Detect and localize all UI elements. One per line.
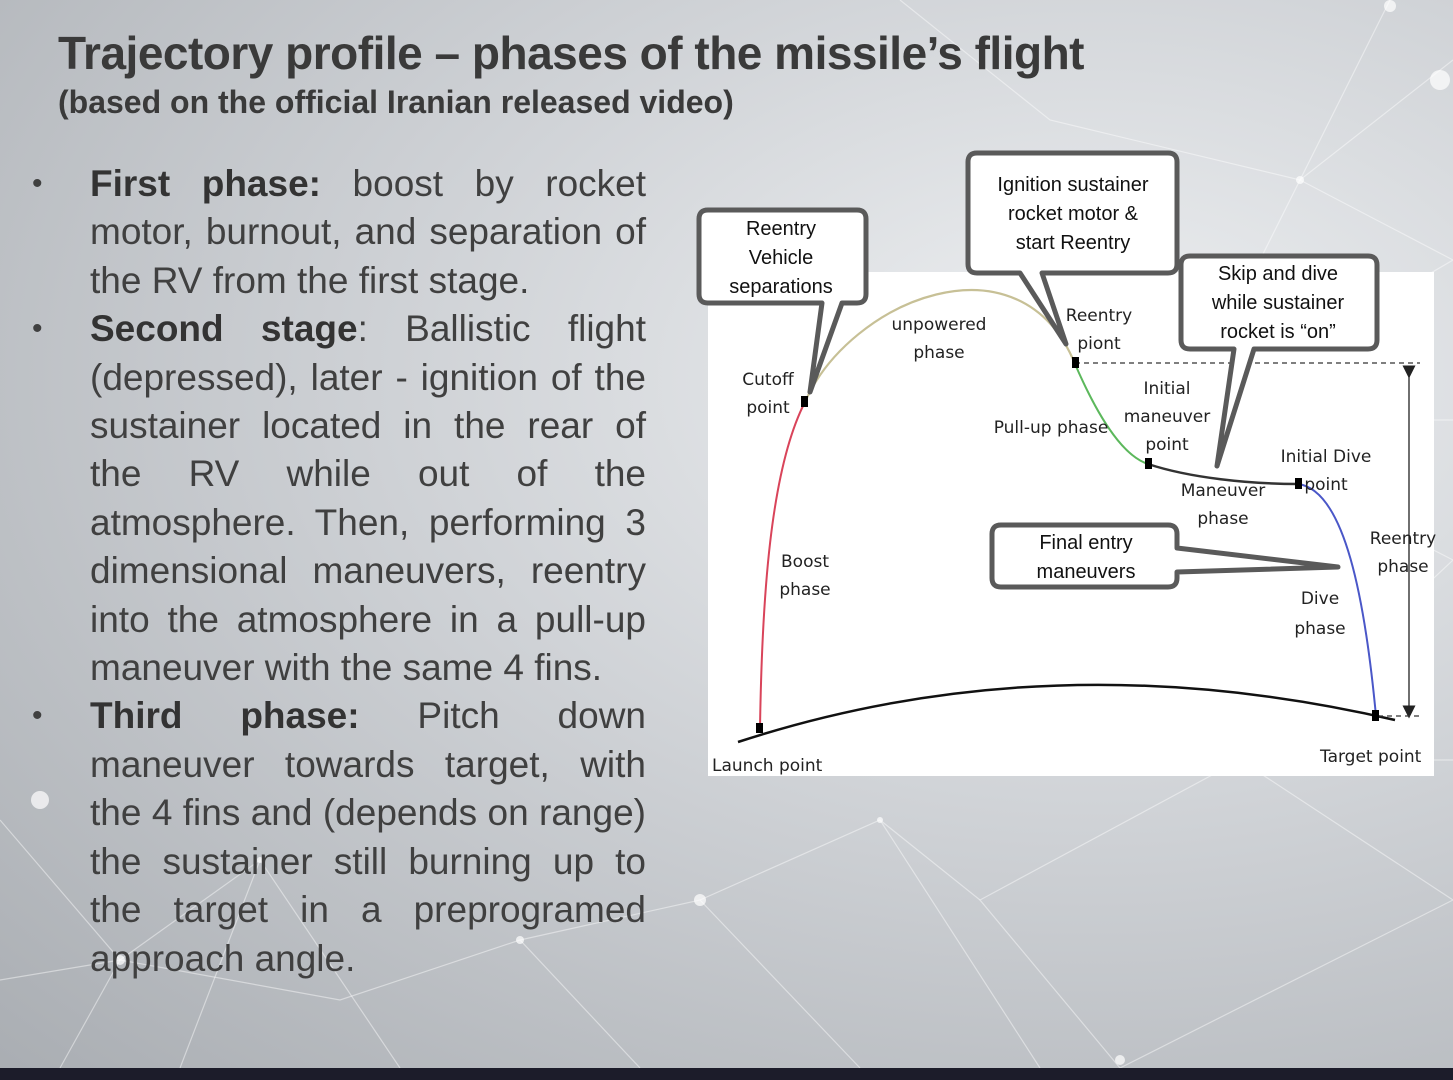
bullet-heading: Second stage — [90, 308, 358, 350]
bullet-heading: First phase: — [90, 163, 321, 204]
svg-text:rocket motor &: rocket motor & — [1008, 203, 1139, 225]
svg-text:maneuvers: maneuvers — [1037, 561, 1136, 583]
svg-text:separations: separations — [729, 276, 832, 298]
initial-maneuver-point-marker — [1145, 458, 1152, 469]
initial-dive-point-label: point — [1304, 475, 1348, 495]
svg-text:Skip and dive: Skip and dive — [1218, 263, 1338, 285]
reentry-phase-label: Reentry — [1370, 529, 1436, 549]
slide-subtitle: (based on the official Iranian released … — [58, 84, 734, 120]
boost-phase-label: phase — [779, 580, 830, 600]
callout-ignition-sustainer: Ignition sustainer rocket motor & start … — [965, 150, 1180, 347]
svg-text:Final entry: Final entry — [1039, 532, 1132, 554]
boost-phase-label: Boost — [781, 552, 829, 572]
svg-text:Ignition sustainer: Ignition sustainer — [997, 174, 1149, 196]
bullet-text: boost by rocket motor, burnout, and sepa… — [90, 163, 647, 301]
cutoff-point-label: point — [746, 398, 790, 418]
svg-text:Vehicle: Vehicle — [749, 247, 814, 269]
bullet-first-phase: First phase: boost by rocket motor, burn… — [28, 160, 646, 305]
bullet-second-stage: Second stage: Ballistic flight (depresse… — [28, 305, 646, 692]
svg-text:start Reentry: start Reentry — [1016, 232, 1130, 254]
boost-phase-path — [759, 401, 806, 729]
callout-skip-and-dive: Skip and dive while sustainer rocket is … — [1178, 253, 1380, 469]
earth-surface-arc — [737, 683, 1396, 744]
bullet-third-phase: Third phase: Pitch down maneuver towards… — [28, 692, 646, 982]
bullet-heading: Third phase: — [90, 695, 360, 737]
cutoff-point-label: Cutoff — [742, 370, 795, 390]
bullet-text: : Ballistic flight (depressed), later - … — [90, 308, 646, 689]
initial-dive-point-marker — [1295, 478, 1302, 489]
reentry-point-label: Reentry — [1066, 306, 1132, 326]
svg-text:rocket is “on”: rocket is “on” — [1220, 321, 1336, 343]
target-point-marker — [1372, 710, 1379, 721]
slide-title: Trajectory profile – phases of the missi… — [58, 27, 1085, 79]
initial-maneuver-point-label: maneuver — [1124, 407, 1211, 427]
svg-text:while sustainer: while sustainer — [1211, 292, 1345, 314]
initial-maneuver-point-label: point — [1145, 435, 1189, 455]
launch-point-marker — [756, 723, 763, 733]
pullup-phase-path — [1074, 363, 1149, 465]
bullet-list: First phase: boost by rocket motor, burn… — [28, 160, 646, 983]
pullup-phase-label: Pull-up phase — [994, 418, 1109, 438]
callout-reentry-vehicle-separations: Reentry Vehicle separations — [696, 207, 869, 395]
initial-maneuver-point-label: Initial — [1143, 379, 1190, 399]
reentry-point-marker — [1072, 357, 1079, 368]
unpowered-phase-path — [803, 289, 1077, 403]
dive-phase-label: Dive — [1301, 589, 1339, 609]
unpowered-phase-label: unpowered — [892, 315, 987, 335]
callout-final-entry-maneuvers: Final entry maneuvers — [989, 522, 1341, 590]
reentry-phase-label: phase — [1377, 557, 1428, 577]
launch-point-label: Launch point — [712, 756, 823, 776]
maneuver-phase-label: phase — [1197, 509, 1248, 529]
reentry-point-label: piont — [1077, 334, 1121, 354]
maneuver-phase-path — [1147, 462, 1299, 486]
dive-phase-path — [1297, 483, 1377, 717]
target-point-label: Target point — [1319, 747, 1422, 767]
bullet-text: Pitch down maneuver towards target, with… — [90, 695, 646, 979]
maneuver-phase-label: Maneuver — [1181, 481, 1266, 501]
bottom-bar — [0, 1068, 1453, 1080]
svg-text:Reentry: Reentry — [746, 218, 816, 240]
dive-phase-label: phase — [1294, 619, 1345, 639]
cutoff-point-marker — [801, 396, 808, 407]
initial-dive-point-label: Initial Dive — [1281, 447, 1372, 467]
unpowered-phase-label: phase — [913, 343, 964, 363]
